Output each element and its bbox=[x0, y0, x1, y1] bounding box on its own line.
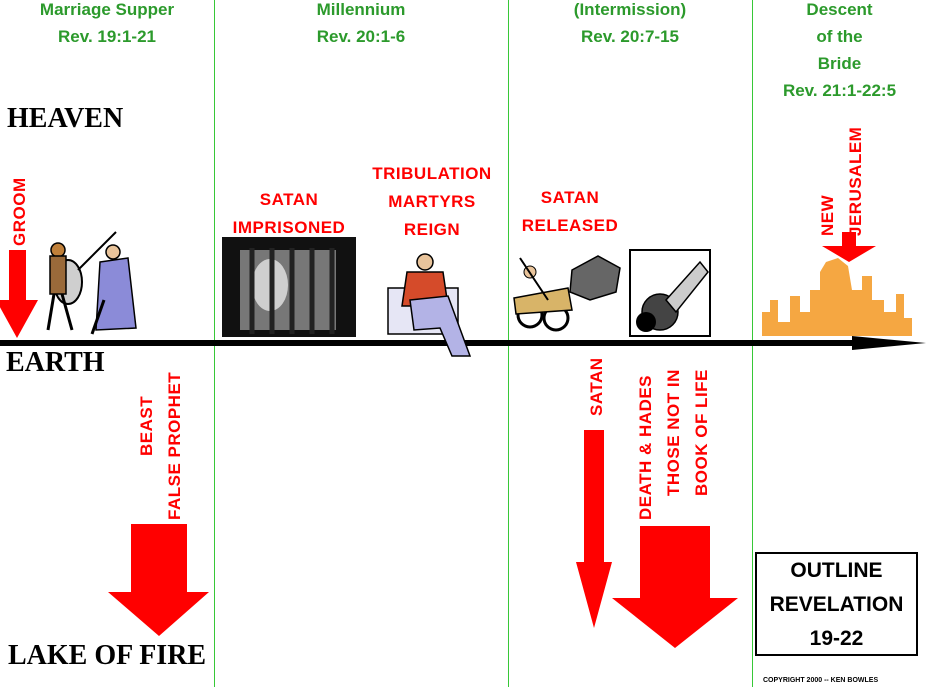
label-new-jerusalem: NEW JERUSALEM bbox=[814, 127, 870, 236]
label-line: REIGN bbox=[403, 220, 461, 239]
label-line: JERUSALEM bbox=[846, 126, 865, 236]
outline-line: 19-22 bbox=[809, 627, 864, 650]
header-intermission: (Intermission) Rev. 20:7-15 bbox=[508, 0, 752, 50]
header-millennium: Millennium Rev. 20:1-6 bbox=[214, 0, 508, 50]
soldiers-illustration bbox=[46, 231, 137, 335]
chariot-illustration bbox=[513, 255, 621, 332]
label-groom: GROOM bbox=[10, 177, 29, 246]
label-line: TRIBULATION bbox=[372, 164, 492, 183]
cannon-illustration bbox=[629, 249, 711, 337]
label-line: THOSE NOT IN bbox=[664, 369, 683, 496]
timeline-arrowhead bbox=[852, 336, 926, 350]
header-marriage-supper: Marriage Supper Rev. 19:1-21 bbox=[0, 0, 214, 50]
outline-line: OUTLINE bbox=[790, 559, 883, 582]
realm-heaven: HEAVEN bbox=[7, 103, 124, 134]
outline-title-box: OUTLINE REVELATION 19-22 bbox=[755, 552, 918, 656]
label-tribulation-martyrs: TRIBULATION MARTYRS REIGN bbox=[356, 160, 508, 244]
header-descent-of-bride: Descent of the Bride Rev. 21:1-22:5 bbox=[752, 0, 927, 104]
header-line: Marriage Supper bbox=[39, 0, 175, 19]
realm-lake-of-fire: LAKE OF FIRE bbox=[8, 640, 207, 671]
groom-arrow bbox=[0, 250, 38, 338]
prison-illustration bbox=[222, 237, 356, 337]
realm-earth: EARTH bbox=[6, 347, 105, 378]
header-line: Descent bbox=[806, 0, 873, 19]
header-line: Rev. 20:1-6 bbox=[316, 27, 406, 46]
new-jerusalem-skyline bbox=[762, 258, 912, 336]
label-line: IMPRISONED bbox=[232, 218, 346, 237]
label-line: BEAST bbox=[137, 395, 156, 456]
label-line: MARTYRS bbox=[388, 192, 476, 211]
label-satan-imprisoned: SATAN IMPRISONED bbox=[218, 186, 360, 242]
header-line: Rev. 21:1-22:5 bbox=[782, 81, 897, 100]
beast-arrow bbox=[108, 524, 209, 636]
death-hades-arrow bbox=[612, 526, 738, 648]
label-line: FALSE PROPHET bbox=[165, 371, 184, 520]
outline-line: REVELATION bbox=[769, 593, 904, 616]
header-line: Rev. 19:1-21 bbox=[58, 27, 156, 46]
header-line: of the bbox=[816, 27, 863, 46]
label-death-hades: DEATH & HADES THOSE NOT IN BOOK OF LIFE bbox=[632, 369, 716, 520]
label-line: SATAN bbox=[259, 190, 319, 209]
label-line: RELEASED bbox=[521, 216, 619, 235]
header-line: Millennium bbox=[316, 0, 406, 19]
label-line: SATAN bbox=[540, 188, 600, 207]
header-line: Bride bbox=[817, 54, 862, 73]
martyr-king-illustration bbox=[387, 253, 472, 357]
label-line: DEATH & HADES bbox=[636, 374, 655, 520]
header-line: Rev. 20:7-15 bbox=[581, 27, 679, 46]
label-line: NEW bbox=[818, 194, 837, 236]
label-line: BOOK OF LIFE bbox=[692, 369, 711, 496]
satan-arrow bbox=[576, 430, 612, 628]
new-jerusalem-arrow bbox=[822, 232, 876, 262]
header-line: (Intermission) bbox=[573, 0, 687, 19]
label-satan-released: SATAN RELEASED bbox=[508, 184, 632, 240]
label-beast-false-prophet: BEAST FALSE PROPHET bbox=[133, 372, 189, 520]
copyright-notice: COPYRIGHT 2000 -- KEN BOWLES bbox=[763, 677, 879, 684]
label-satan-down: SATAN bbox=[587, 357, 606, 416]
timeline-line bbox=[0, 340, 880, 346]
